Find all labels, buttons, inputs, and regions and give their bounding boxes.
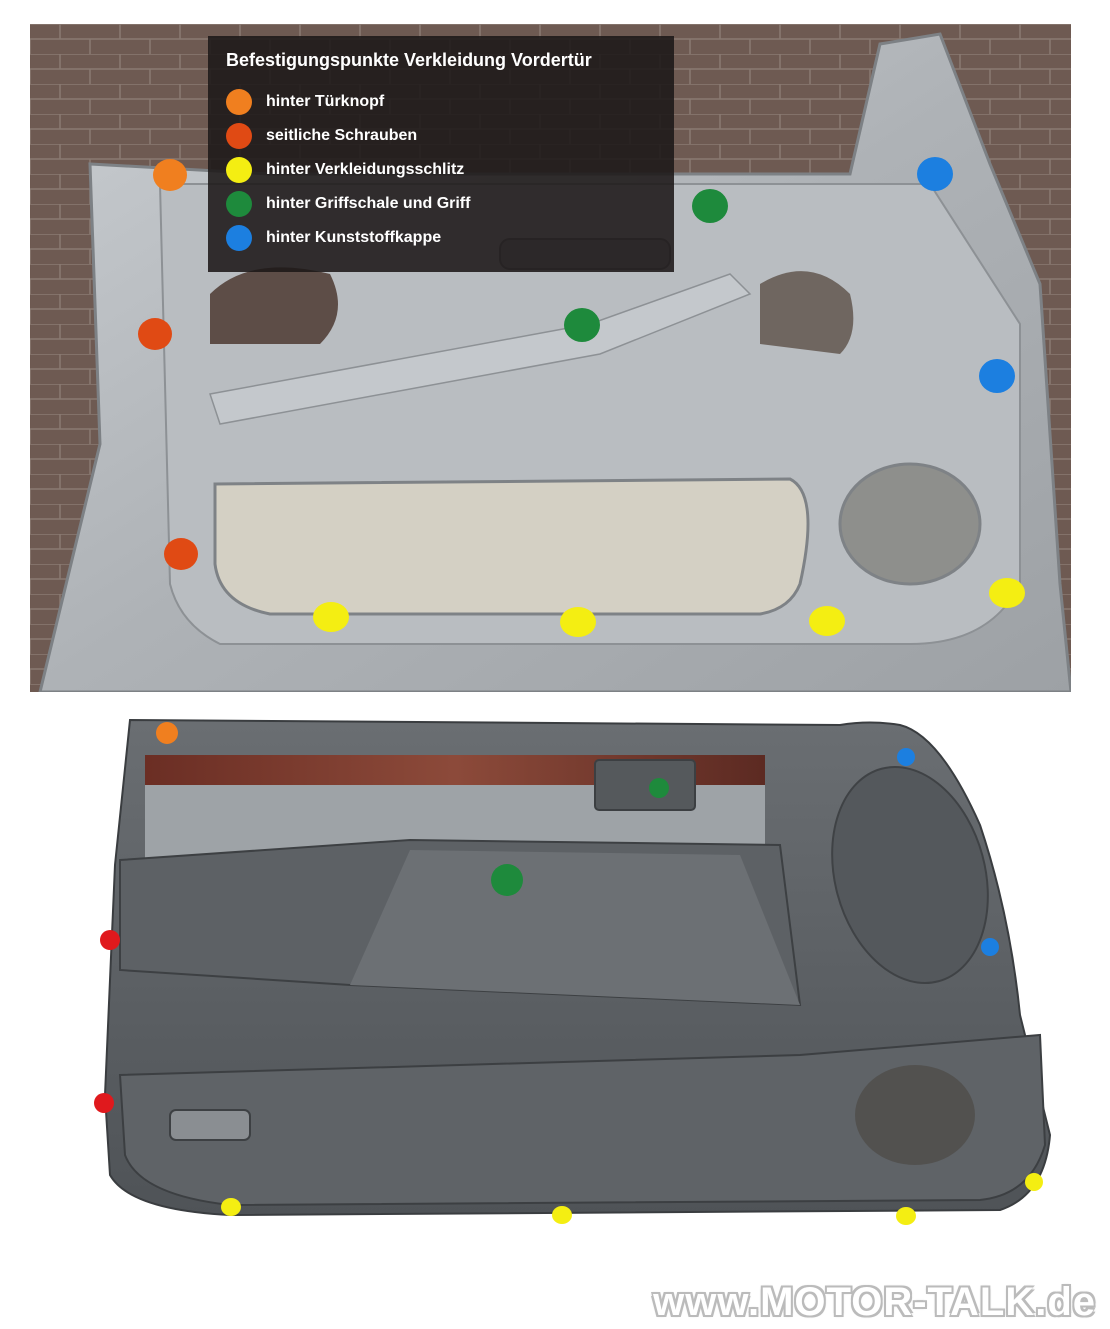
legend-item-label: seitliche Schrauben (266, 127, 418, 144)
blue-dot-icon (226, 225, 252, 251)
trim-panel-illustration (103, 718, 1052, 1217)
speaker-opening (838, 462, 982, 586)
legend-item: hinter Türknopf (226, 85, 656, 119)
marker-plastic-cap (897, 748, 915, 766)
legend-box: Befestigungspunkte Verkleidung Vordertür… (208, 36, 674, 272)
legend-item-label: hinter Kunststoffkappe (266, 229, 442, 246)
grab-handle (350, 850, 800, 1005)
marker-side-screw (94, 1093, 114, 1113)
legend-item-label: hinter Türknopf (266, 93, 385, 110)
legend-item-label: hinter Griffschale und Griff (266, 195, 471, 212)
legend-item: hinter Verkleidungsschlitz (226, 153, 656, 187)
marker-side-screw (100, 930, 120, 950)
fabric-stain (855, 1065, 975, 1165)
marker-handle (491, 864, 523, 896)
marker-handle (649, 778, 669, 798)
marker-slot (552, 1206, 572, 1224)
yellow-dot-icon (226, 157, 252, 183)
marker-slot (989, 578, 1025, 608)
orange-dot-icon (226, 89, 252, 115)
red-dot-icon (226, 123, 252, 149)
marker-door-knob (153, 159, 187, 191)
door-trim-panel-photo (100, 715, 1060, 1235)
marker-side-screw (164, 538, 198, 570)
upper-right-opening (760, 271, 854, 354)
legend-item-label: hinter Verkleidungsschlitz (266, 161, 465, 178)
door-pocket (118, 1033, 1047, 1207)
door-pull (169, 1109, 251, 1141)
lower-opening (213, 477, 810, 616)
inner-handle (594, 759, 696, 811)
marker-plastic-cap (917, 157, 953, 191)
marker-handle (692, 189, 728, 223)
marker-slot (1025, 1173, 1043, 1191)
marker-slot (560, 607, 596, 637)
green-dot-icon (226, 191, 252, 217)
legend-item: hinter Kunststoffkappe (226, 221, 656, 255)
marker-door-knob (156, 722, 178, 744)
legend-title: Befestigungspunkte Verkleidung Vordertür (226, 50, 592, 70)
marker-side-screw (138, 318, 172, 350)
legend-item: hinter Griffschale und Griff (226, 187, 656, 221)
marker-slot (809, 606, 845, 636)
speaker-grille (831, 765, 989, 985)
watermark: www.MOTOR-TALK.de (653, 1280, 1096, 1324)
legend-item: seitliche Schrauben (226, 119, 656, 153)
marker-plastic-cap (979, 359, 1015, 393)
marker-slot (313, 602, 349, 632)
marker-plastic-cap (981, 938, 999, 956)
marker-slot (896, 1207, 916, 1225)
upper-left-opening (210, 267, 338, 344)
marker-handle (564, 308, 600, 342)
marker-slot (221, 1198, 241, 1216)
